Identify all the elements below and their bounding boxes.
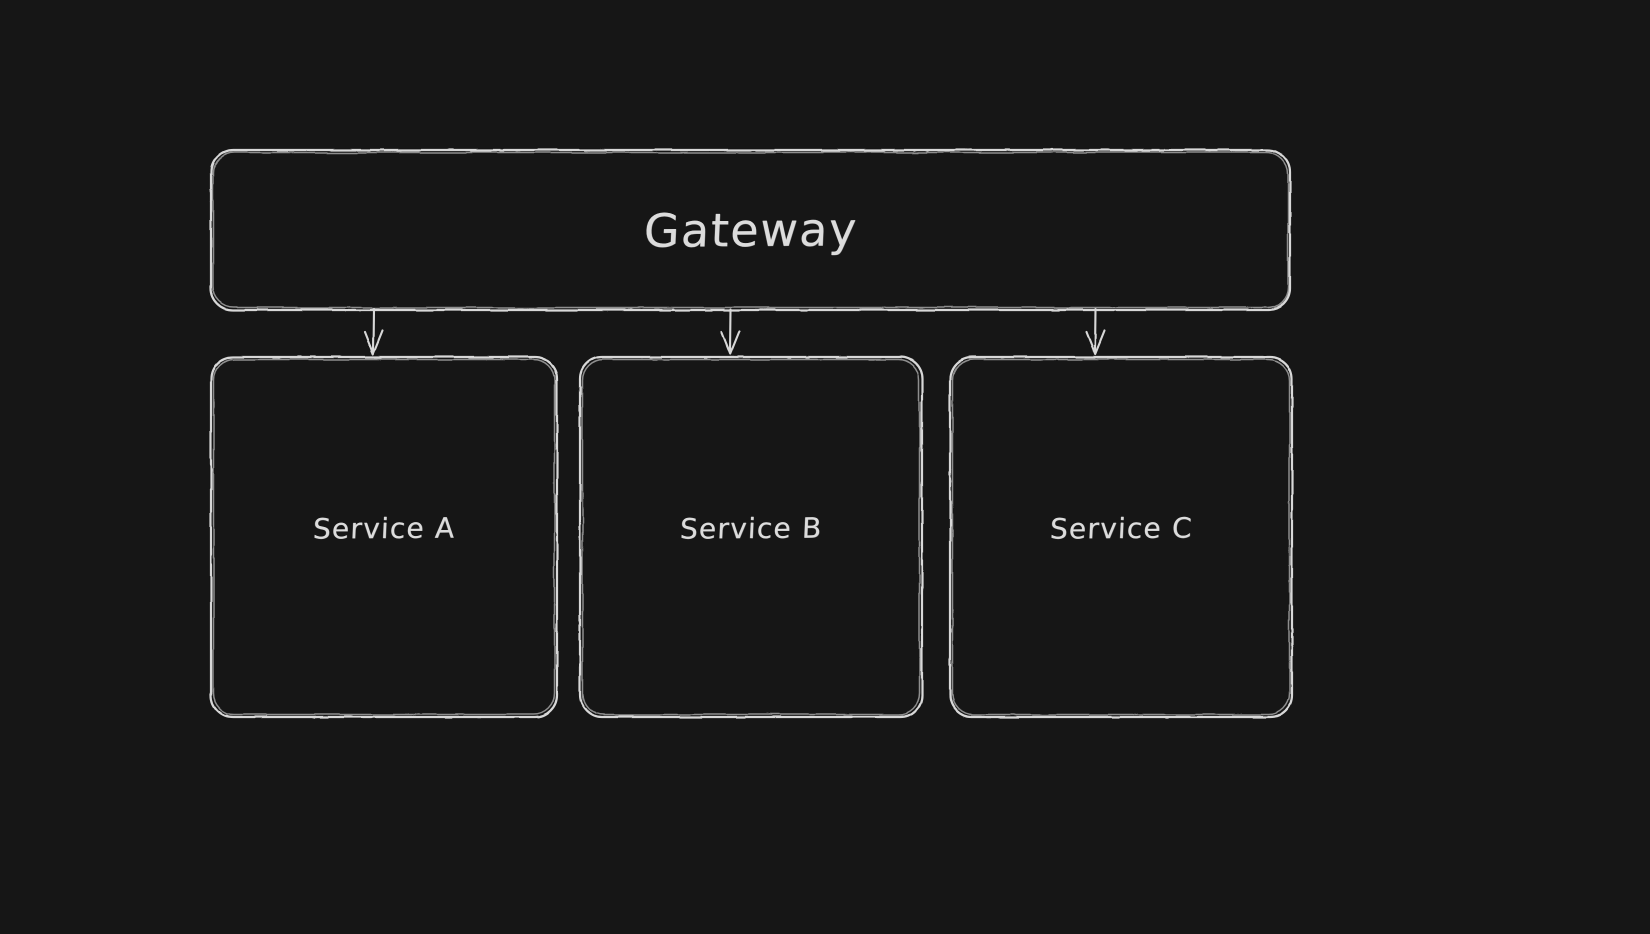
edge-gateway-to-service-b: [720, 307, 741, 356]
edge-gateway-to-service-a: [363, 307, 384, 356]
edge-gateway-to-service-c: [1085, 307, 1106, 356]
node-gateway[interactable]: Gateway: [211, 150, 1290, 310]
node-service-c-label: Service C: [1048, 511, 1194, 546]
node-service-a-label: Service A: [312, 511, 456, 546]
node-service-b[interactable]: Service B: [580, 357, 922, 717]
node-service-a[interactable]: Service A: [211, 357, 557, 717]
node-service-b-label: Service B: [679, 511, 823, 546]
node-service-c[interactable]: Service C: [950, 357, 1292, 717]
node-gateway-label: Gateway: [642, 202, 859, 258]
